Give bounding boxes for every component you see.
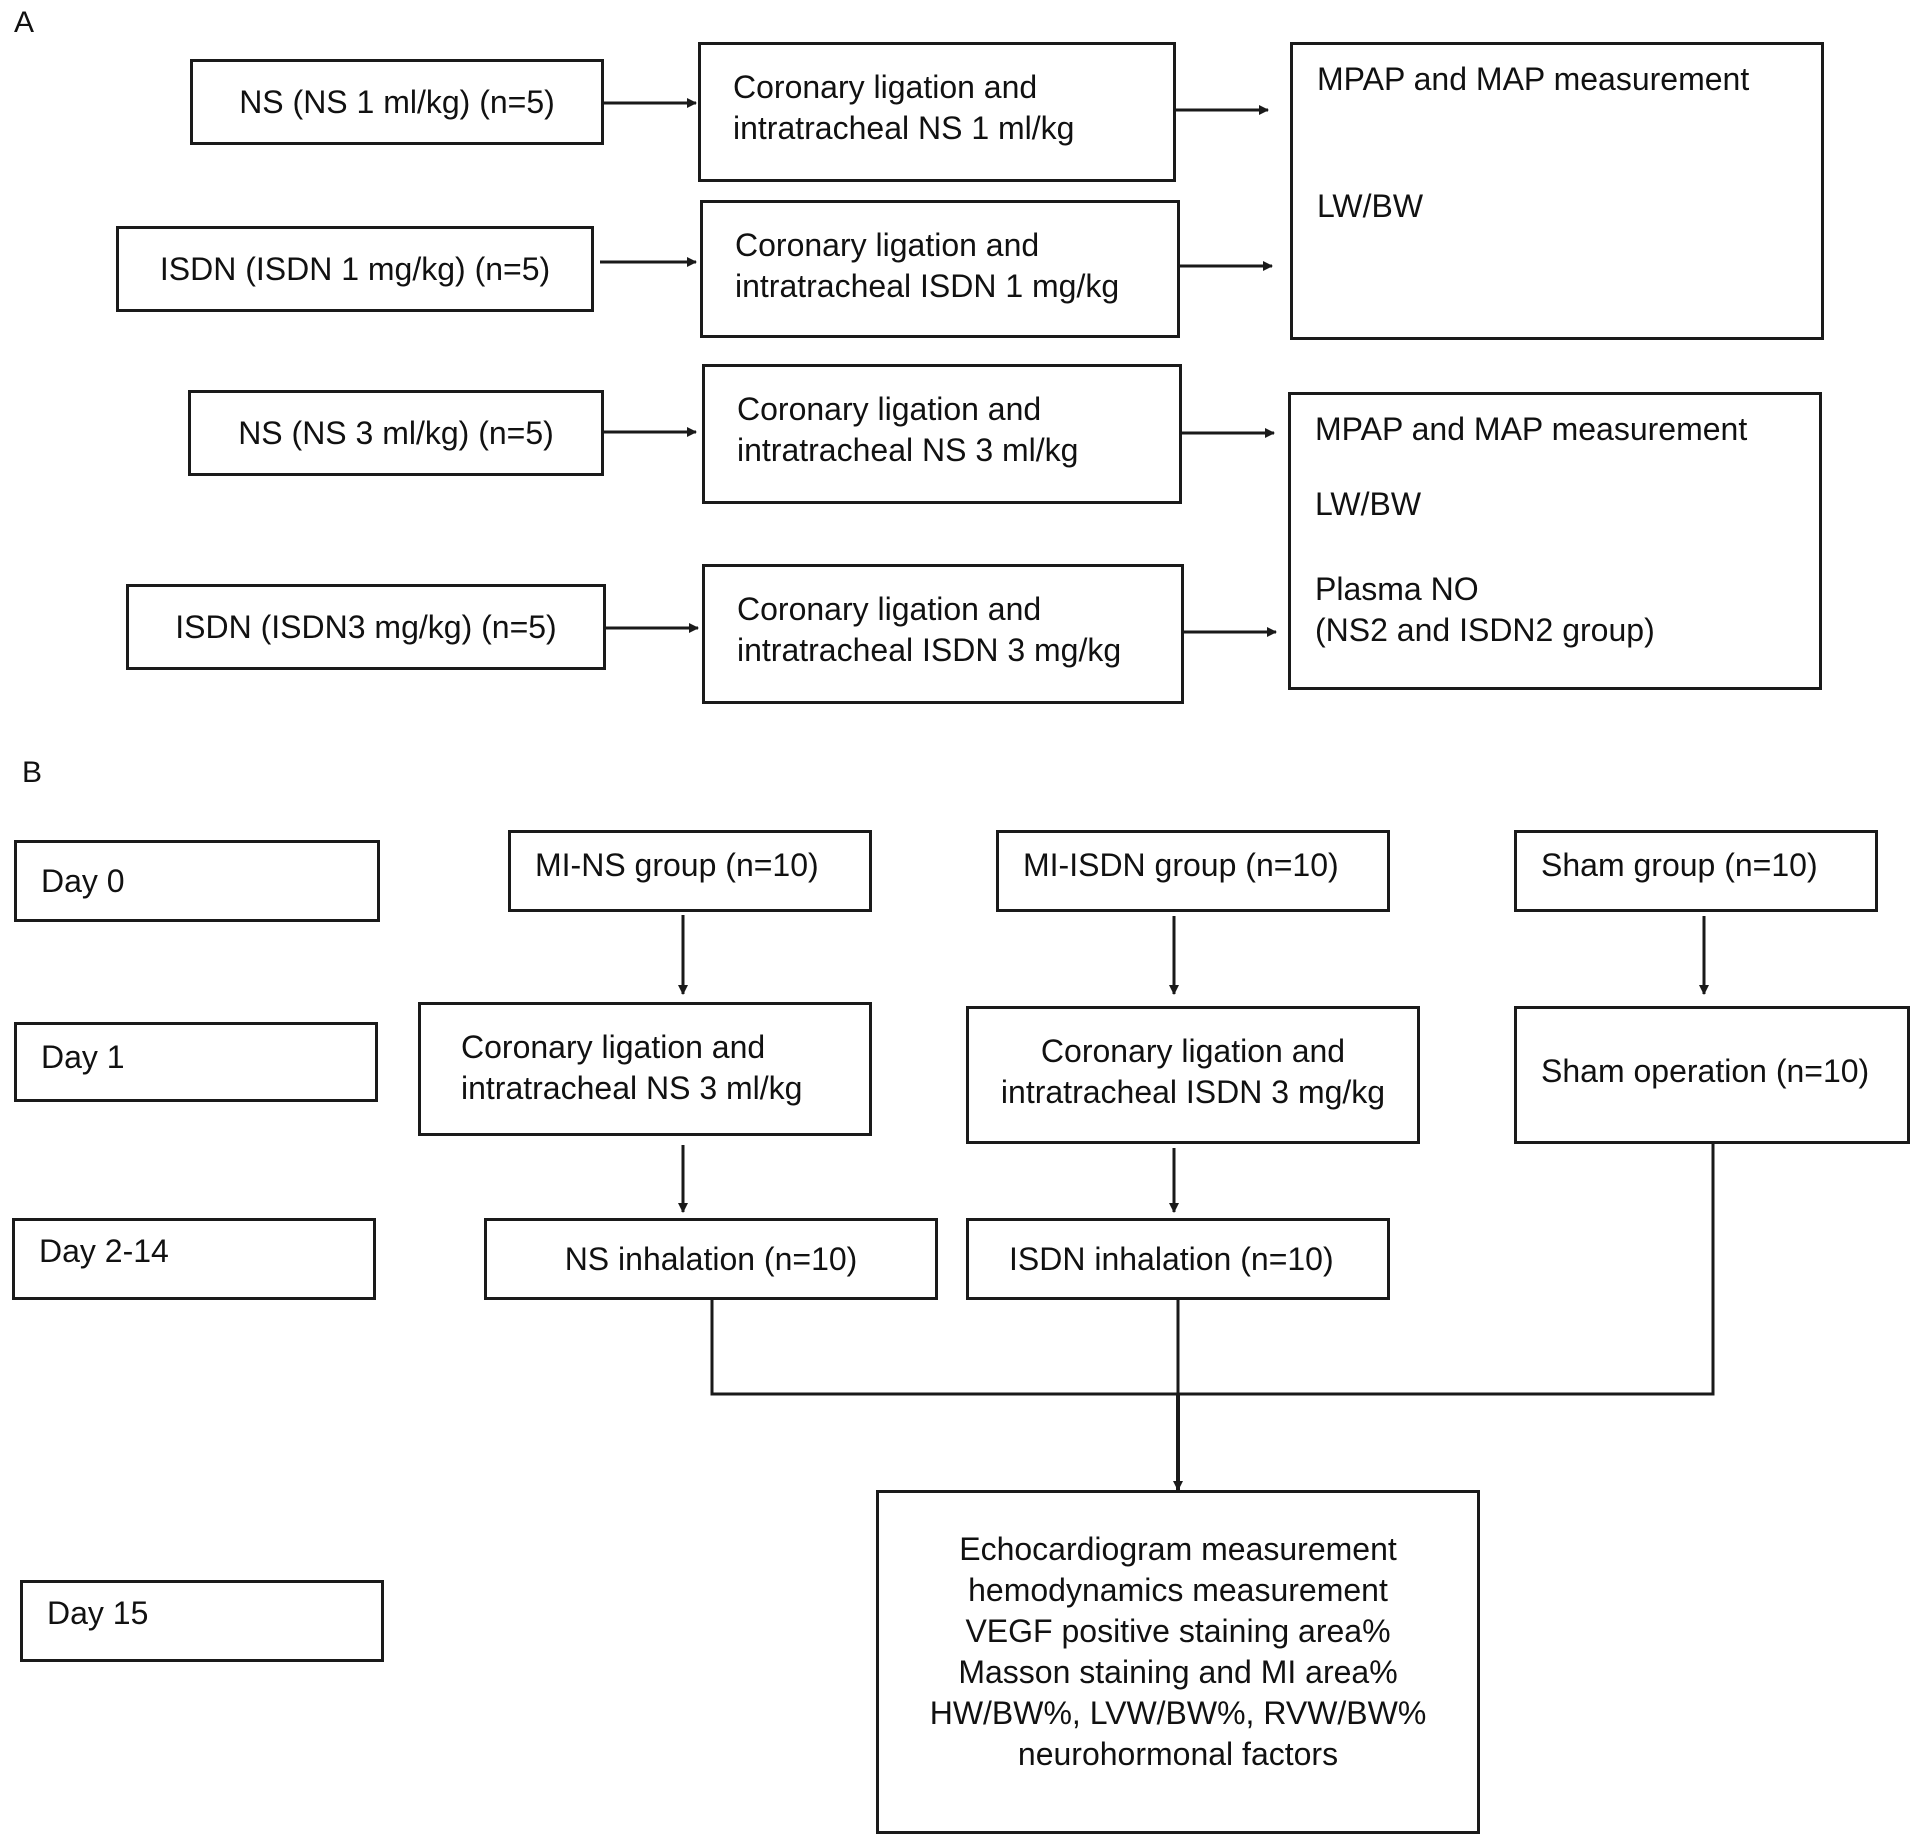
day-box-2-14: Day 2-14	[12, 1218, 376, 1300]
group-box-sham: Sham group (n=10)	[1514, 830, 1878, 912]
inhalation-box-isdn: ISDN inhalation (n=10)	[966, 1218, 1390, 1300]
procedure-box-isdn-1: Coronary ligation and intratracheal ISDN…	[700, 200, 1180, 338]
day1-box-sham: Sham operation (n=10)	[1514, 1006, 1910, 1144]
day-box-0: Day 0	[14, 840, 380, 922]
group-box-mi-isdn: MI-ISDN group (n=10)	[996, 830, 1390, 912]
day1-box-mi-isdn: Coronary ligation and intratracheal ISDN…	[966, 1006, 1420, 1144]
group-box-isdn-3: ISDN (ISDN3 mg/kg) (n=5)	[126, 584, 606, 670]
group-box-ns-3: NS (NS 3 ml/kg) (n=5)	[188, 390, 604, 476]
group-box-ns-1: NS (NS 1 ml/kg) (n=5)	[190, 59, 604, 145]
outcome-box-1: MPAP and MAP measurement LW/BW	[1290, 42, 1824, 340]
panel-label-b: B	[22, 756, 43, 789]
panel-label-a: A	[14, 6, 35, 39]
day-box-1: Day 1	[14, 1022, 378, 1102]
procedure-box-ns-3: Coronary ligation and intratracheal NS 3…	[702, 364, 1182, 504]
day1-box-mi-ns: Coronary ligation and intratracheal NS 3…	[418, 1002, 872, 1136]
group-box-isdn-1: ISDN (ISDN 1 mg/kg) (n=5)	[116, 226, 594, 312]
procedure-box-isdn-3: Coronary ligation and intratracheal ISDN…	[702, 564, 1184, 704]
final-outcome-box: Echocardiogram measurement hemodynamics …	[876, 1490, 1480, 1834]
group-box-mi-ns: MI-NS group (n=10)	[508, 830, 872, 912]
inhalation-box-ns: NS inhalation (n=10)	[484, 1218, 938, 1300]
day-box-15: Day 15	[20, 1580, 384, 1662]
merge-line	[710, 1144, 1715, 1396]
procedure-box-ns-1: Coronary ligation and intratracheal NS 1…	[698, 42, 1176, 182]
outcome-box-2: MPAP and MAP measurement LW/BW Plasma NO…	[1288, 392, 1822, 690]
